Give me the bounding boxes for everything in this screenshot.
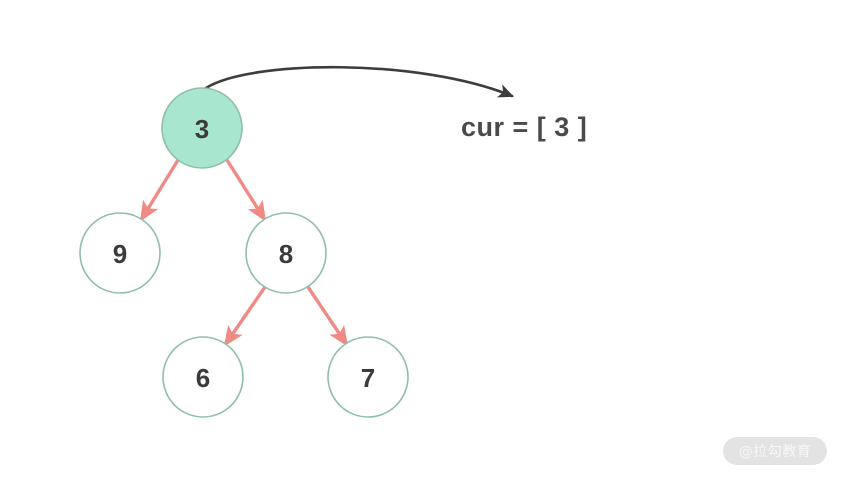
tree-node-8[interactable]: 8: [245, 212, 327, 294]
node-label-9: 9: [113, 239, 127, 269]
node-circle-6[interactable]: [162, 336, 244, 418]
node-label-6: 6: [196, 363, 210, 393]
tree-node-6[interactable]: 6: [162, 336, 244, 418]
node-circle-7[interactable]: [327, 336, 409, 418]
edge-8-to-6: [223, 286, 267, 347]
node-circle-3[interactable]: [161, 87, 243, 169]
tree-edges: [139, 159, 349, 347]
edge-3-to-9: [139, 159, 180, 222]
node-circle-9[interactable]: [79, 212, 161, 294]
node-label-7: 7: [361, 363, 375, 393]
edge-8-to-7: [306, 286, 349, 347]
tree-node-3[interactable]: 3: [161, 87, 243, 169]
cur-label: cur = [ 3 ]: [461, 112, 588, 142]
watermark-pill: @拉勾教育: [723, 437, 827, 465]
tree-node-7[interactable]: 7: [327, 336, 409, 418]
node-label-3: 3: [195, 114, 209, 144]
edge-3-to-8: [225, 159, 267, 222]
tree-node-9[interactable]: 9: [79, 212, 161, 294]
watermark-text: @拉勾教育: [738, 444, 812, 460]
node-circle-8[interactable]: [245, 212, 327, 294]
node-label-8: 8: [279, 239, 293, 269]
pointer-arrow: [204, 65, 514, 98]
